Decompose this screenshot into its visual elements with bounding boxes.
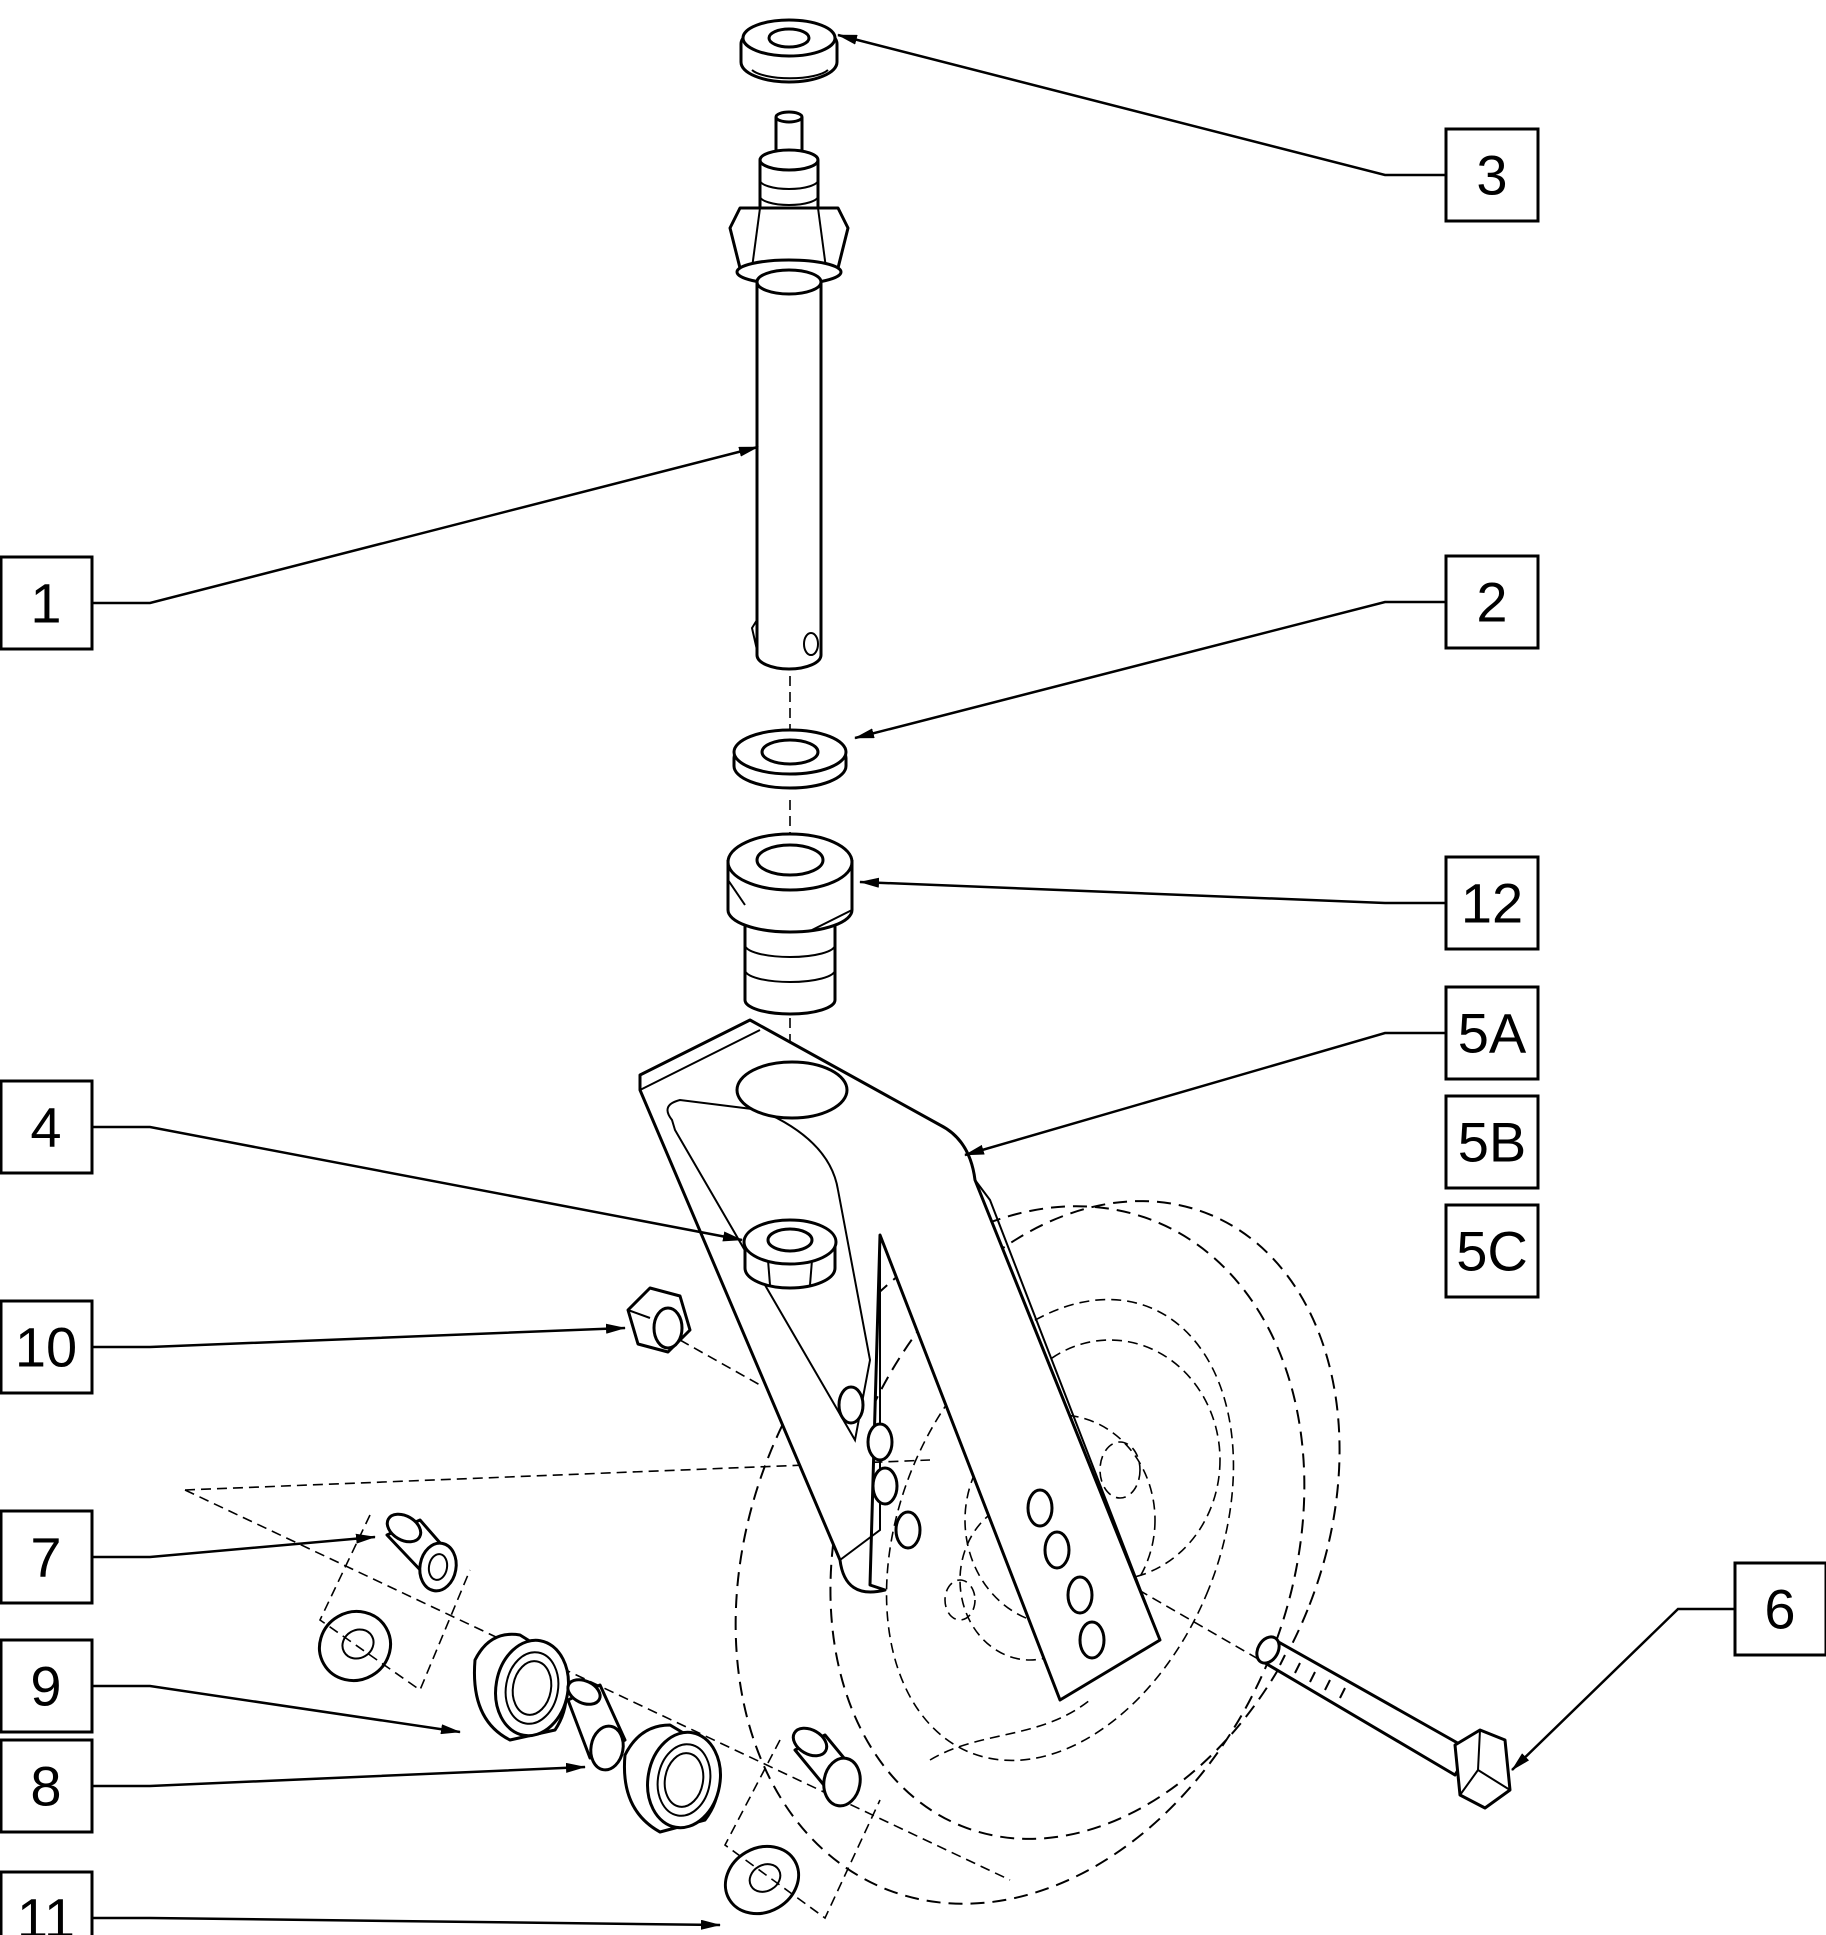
hex-bushing-part [726, 832, 854, 1016]
callout-label: 1 [30, 572, 61, 635]
callout-label: 5B [1458, 1111, 1527, 1174]
callout-label: 7 [30, 1526, 61, 1589]
assembly-frames [318, 1514, 881, 1920]
callout-label: 11 [17, 1887, 75, 1935]
callout-4: 4 [0, 1079, 94, 1175]
callout-10: 10 [0, 1299, 94, 1395]
callout-label: 8 [30, 1755, 61, 1818]
callout-label: 5A [1458, 1002, 1527, 1065]
callout-label: 6 [1764, 1578, 1795, 1641]
bearing-left-part [472, 1632, 570, 1742]
washer-left-part [317, 1609, 393, 1683]
callout-12: 12 [1444, 855, 1540, 951]
inner-spacer-part [566, 1678, 627, 1772]
callout-5b: 5B [1444, 1094, 1540, 1190]
callout-9: 9 [0, 1638, 94, 1734]
callout-5a: 5A [1444, 985, 1540, 1081]
callout-2: 2 [1444, 554, 1540, 650]
small-nut-part [626, 1286, 692, 1354]
callout-label: 12 [1461, 872, 1523, 935]
callout-label: 9 [30, 1655, 61, 1718]
callout-label: 2 [1476, 571, 1507, 634]
bearing-right-part [622, 1723, 722, 1834]
callout-label: 3 [1476, 144, 1507, 207]
bolt-part [1255, 1635, 1512, 1810]
callout-3: 3 [1444, 127, 1540, 223]
spacer-right-part [791, 1726, 862, 1808]
callout-5c: 5C [1444, 1203, 1540, 1299]
spacer-part [385, 1512, 458, 1593]
callout-label: 5C [1456, 1220, 1528, 1283]
callout-7: 7 [0, 1509, 94, 1605]
washer-part [732, 728, 848, 790]
callout-label: 4 [30, 1096, 61, 1159]
callout-6: 6 [1733, 1561, 1826, 1657]
pin-part [728, 110, 850, 671]
fork-bracket-part [638, 1018, 1162, 1702]
callout-8: 8 [0, 1738, 94, 1834]
callout-1: 1 [0, 555, 94, 651]
callout-leaders [92, 33, 1735, 1930]
hex-nut-part [742, 1218, 838, 1290]
callout-label: 10 [15, 1316, 77, 1379]
callout-11: 11 [0, 1870, 94, 1935]
cap-part [739, 18, 839, 84]
washer-right-part [723, 1844, 801, 1916]
